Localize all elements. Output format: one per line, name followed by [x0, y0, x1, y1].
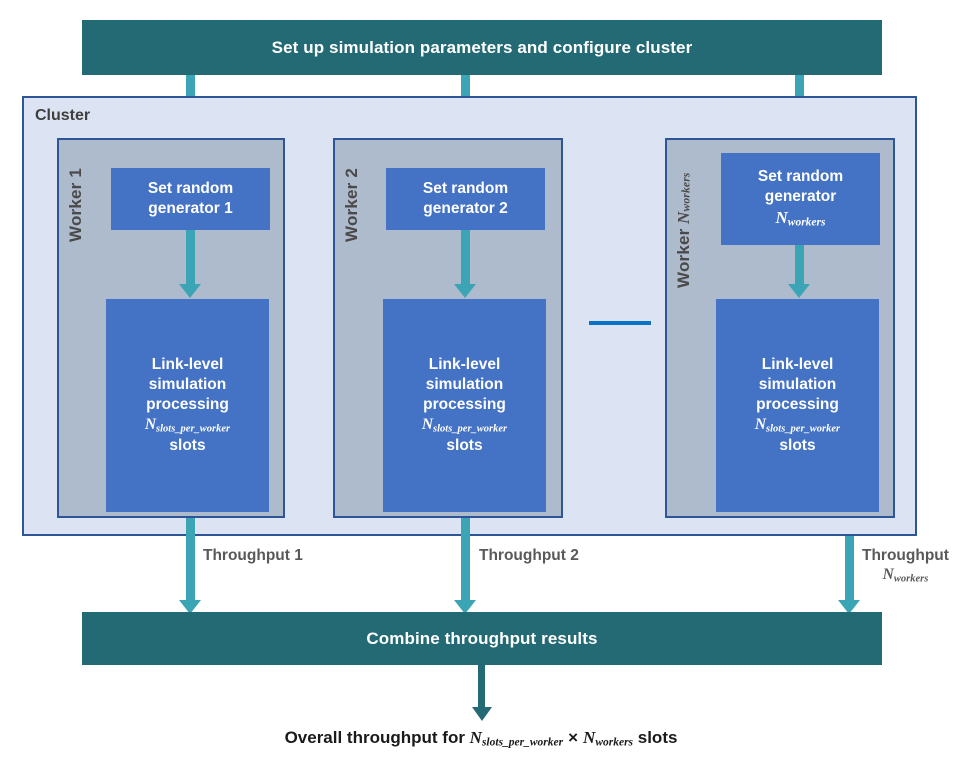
arrow-workern-gen-to-proc-head — [788, 284, 810, 298]
setup-process-label: Set up simulation parameters and configu… — [271, 37, 693, 57]
worker-n-generator-variable: Nworkers — [775, 208, 826, 229]
worker-n-proc-line2: simulation — [758, 375, 837, 393]
worker-n-link-level-simulation-box: Link-level simulation processing Nslots_… — [716, 299, 879, 512]
worker-2-proc-line1: Link-level — [428, 355, 501, 373]
worker-n-label-text: Worker Nworkers — [674, 172, 693, 288]
worker-n-label-variable: Nworkers — [674, 172, 693, 224]
worker-2-link-level-simulation-box: Link-level simulation processing Nslots_… — [383, 299, 546, 512]
worker-1-generator-line1: Set random — [147, 179, 234, 197]
overall-throughput-caption: Overall throughput for Nslots_per_worker… — [0, 728, 962, 749]
combine-results-label: Combine throughput results — [366, 628, 598, 648]
caption-operator: × — [568, 728, 579, 747]
arrow-throughput2-stem — [461, 518, 470, 603]
worker-n-label: Worker Nworkers — [671, 155, 697, 305]
worker-2-generator-line2: generator 2 — [423, 200, 508, 217]
throughput-1-text: Throughput 1 — [203, 547, 303, 564]
worker-n-proc-slots-variable: Nslots_per_worker — [754, 416, 841, 435]
arrow-worker2-gen-to-proc-stem — [461, 230, 470, 287]
worker-2-proc-line2: simulation — [425, 375, 504, 393]
arrow-throughput1-stem — [186, 518, 195, 603]
arrow-worker1-gen-to-proc-head — [179, 284, 201, 298]
throughput-n-label: Throughput Nworkers — [862, 546, 949, 586]
worker-1-link-level-simulation-box: Link-level simulation processing Nslots_… — [106, 299, 269, 512]
arrow-workern-gen-to-proc-stem — [795, 245, 804, 287]
worker-n-set-random-generator-box: Set random generator Nworkers — [721, 153, 880, 245]
caption-variable-2: Nworkers — [583, 728, 634, 749]
arrow-throughputn-head — [838, 600, 860, 614]
worker-1-label: Worker 1 — [66, 167, 85, 243]
worker-1-set-random-generator-box: Set random generator 1 — [111, 168, 270, 230]
arrow-final-stem — [478, 665, 485, 710]
combine-results-bar: Combine throughput results — [82, 612, 882, 665]
caption-suffix: slots — [633, 728, 678, 747]
worker-2-proc-slots-variable: Nslots_per_worker — [421, 416, 508, 435]
worker-2-proc-line5: slots — [446, 437, 483, 455]
caption-variable-1: Nslots_per_worker — [469, 728, 564, 749]
worker-2-set-random-generator-box: Set random generator 2 — [386, 168, 545, 230]
worker-1-proc-line2: simulation — [148, 375, 227, 393]
worker-1-proc-line5: slots — [169, 437, 206, 455]
cluster-label: Cluster — [35, 107, 91, 124]
worker-2-label: Worker 2 — [342, 167, 361, 243]
worker-1-proc-line3: processing — [146, 396, 229, 414]
worker-2-proc-line3: processing — [423, 396, 506, 414]
worker-n-proc-line1: Link-level — [761, 355, 834, 373]
worker-n-generator-line1: Set random — [757, 168, 844, 186]
arrow-throughput2-head — [454, 600, 476, 614]
throughput-2-text: Throughput 2 — [479, 547, 579, 564]
caption-prefix: Overall throughput for — [284, 728, 470, 747]
throughput-n-variable: Nworkers — [882, 566, 929, 585]
setup-process-bar: Set up simulation parameters and configu… — [82, 20, 882, 75]
worker-1-generator-line2: generator 1 — [148, 200, 233, 217]
worker-2-generator-line1: Set random — [422, 179, 509, 197]
worker-n-proc-line5: slots — [779, 437, 816, 455]
worker-1-proc-line1: Link-level — [151, 355, 224, 373]
throughput-1-label: Throughput 1 — [203, 546, 303, 565]
arrow-worker2-gen-to-proc-head — [454, 284, 476, 298]
throughput-2-label: Throughput 2 — [479, 546, 579, 565]
worker-n-proc-line3: processing — [756, 396, 839, 414]
worker-1-proc-slots-variable: Nslots_per_worker — [144, 416, 231, 435]
arrow-throughput1-head — [179, 600, 201, 614]
arrow-worker1-gen-to-proc-stem — [186, 230, 195, 287]
throughput-n-text: Throughput — [862, 547, 949, 564]
arrow-throughputn-stem — [845, 536, 854, 603]
ellipsis-dash-group — [589, 321, 651, 325]
worker-n-generator-line2: generator — [764, 188, 837, 206]
arrow-final-head — [472, 707, 492, 721]
